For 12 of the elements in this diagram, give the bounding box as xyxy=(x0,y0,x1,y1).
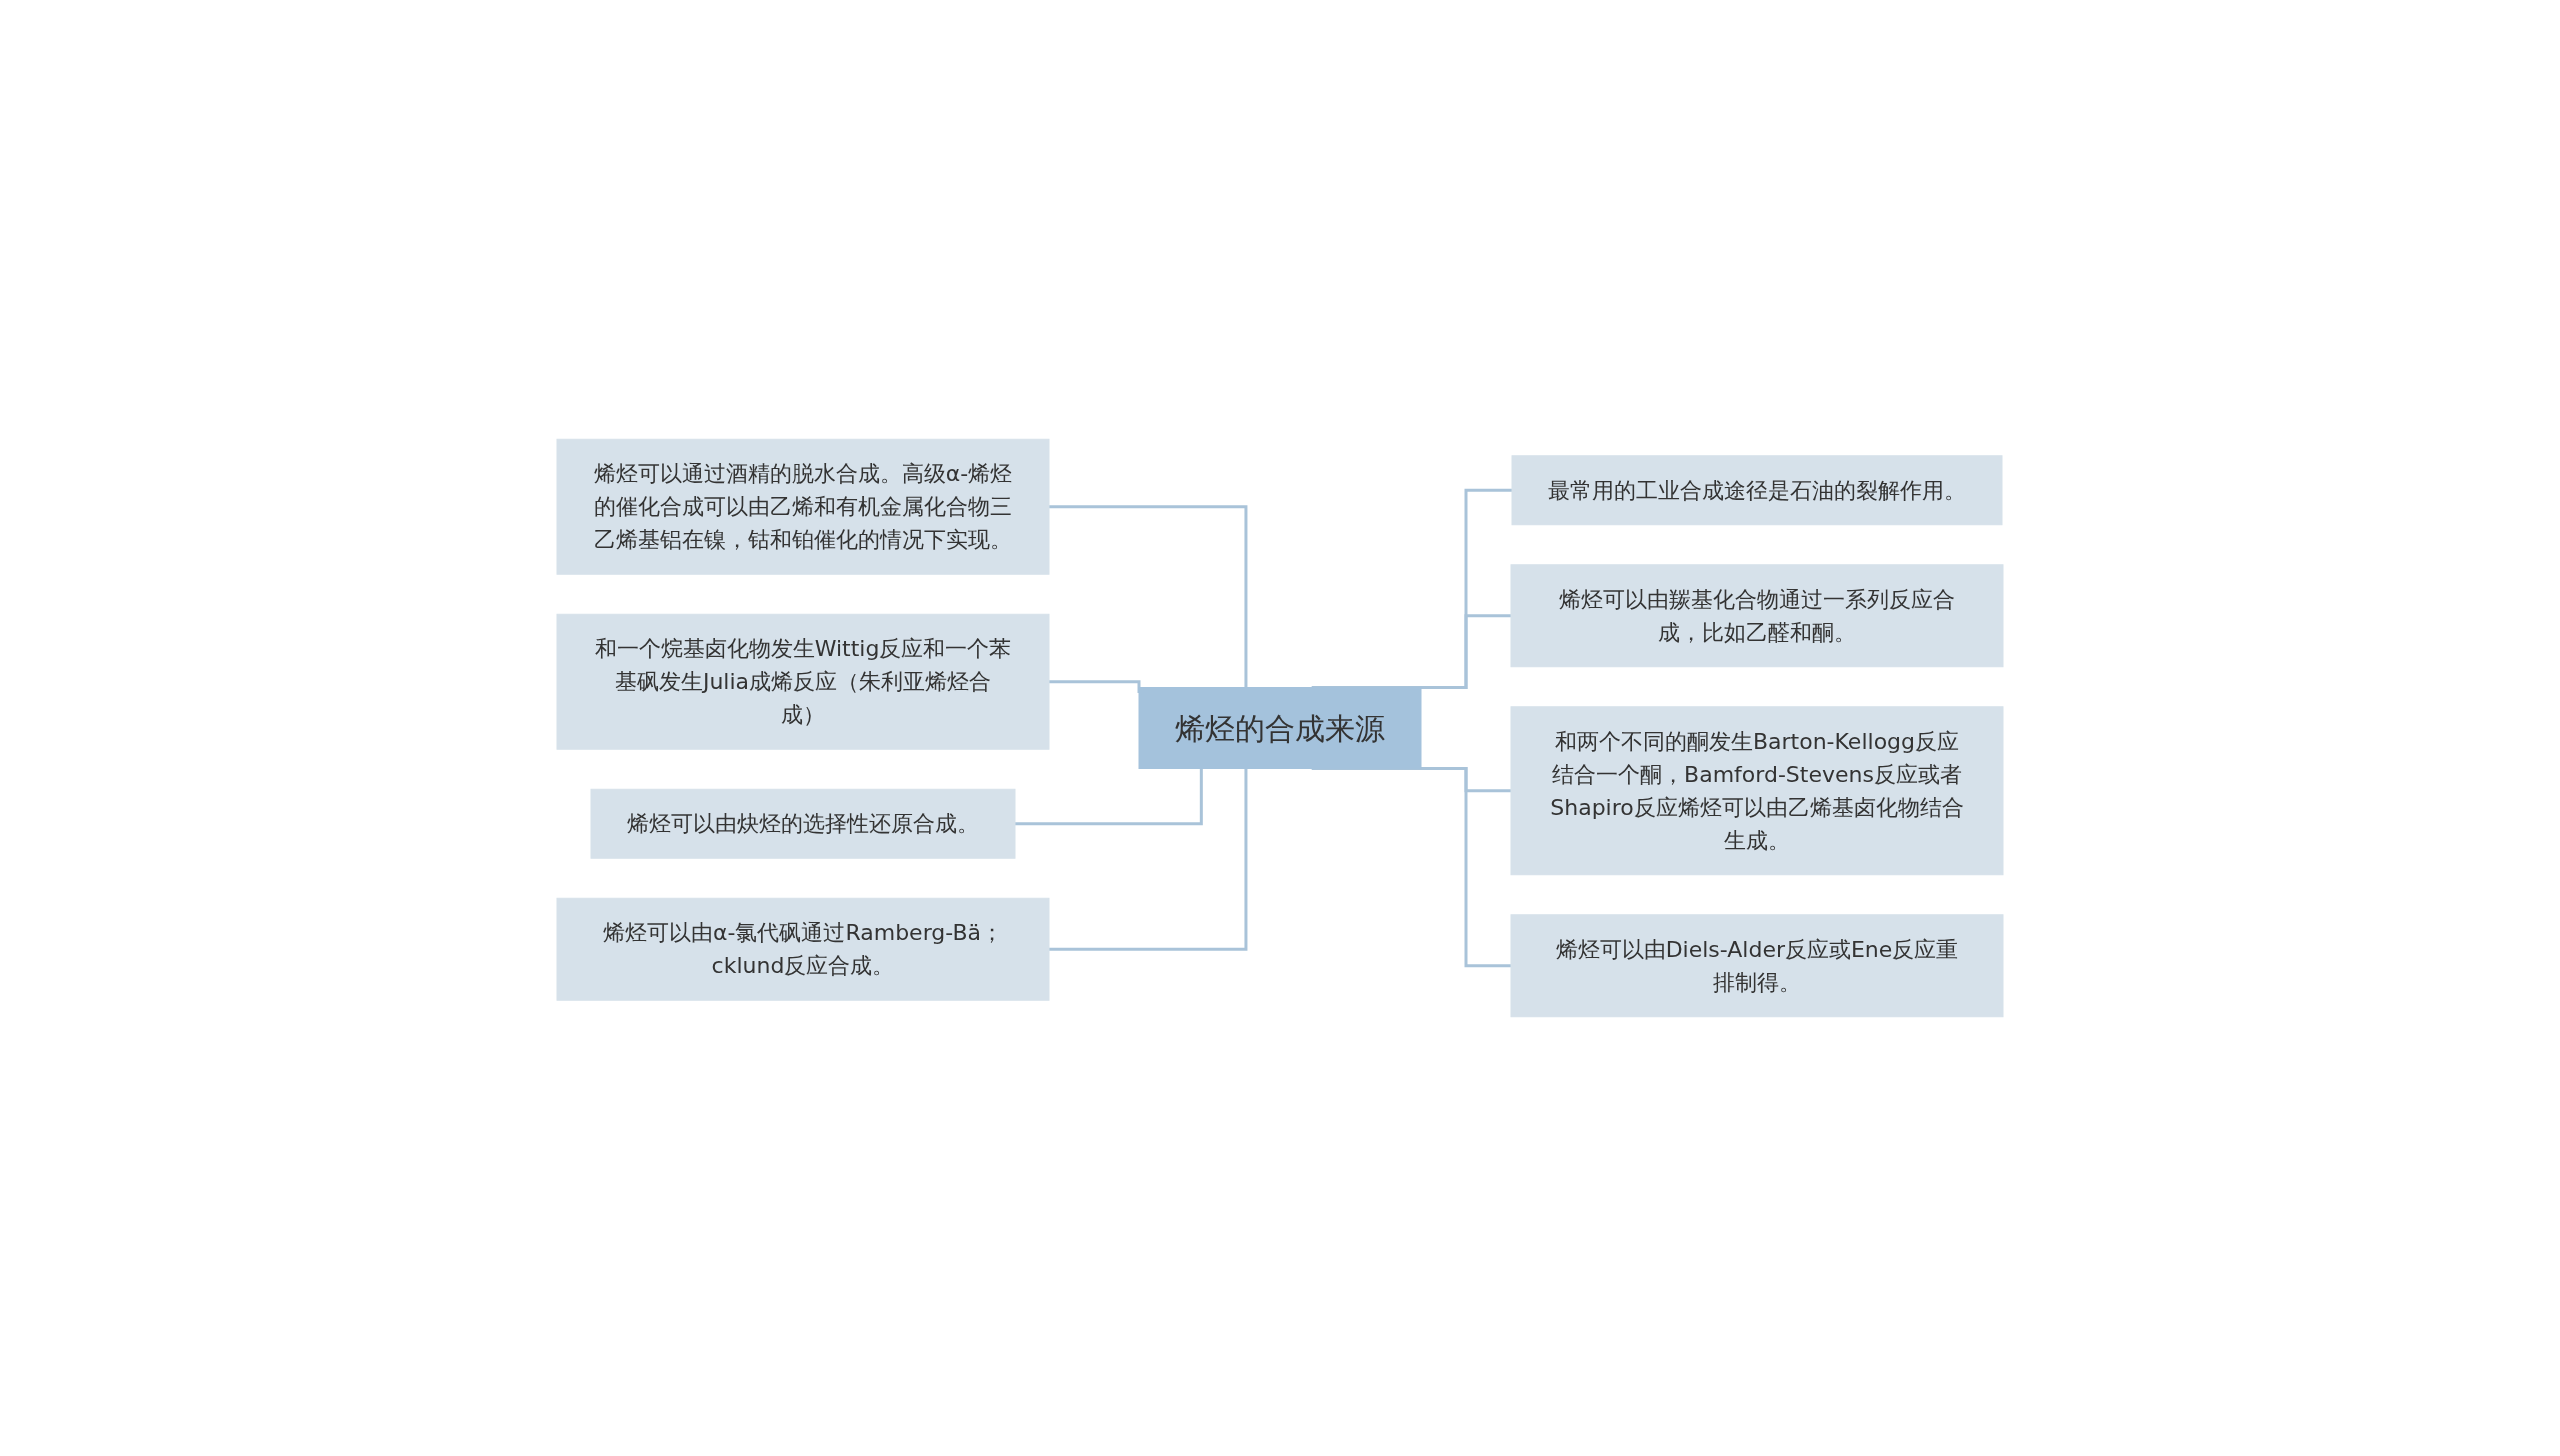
node-box: 和一个烷基卤化物发生Wittig反应和一个苯基砜发生Julia成烯反应（朱利亚烯烃合成） xyxy=(556,613,1050,750)
node-box: 烯烃可以由Diels-Alder反应或Ene反应重排制得。 xyxy=(1510,914,2004,1018)
connector xyxy=(1049,505,1248,688)
node-box: 最常用的工业合成途径是石油的裂解作用。 xyxy=(1511,455,2003,526)
node-box: 和两个不同的酮发生Barton-Kellogg反应结合一个酮，Bamford-Stevens反应或者Shapiro反应烯烃可以由乙烯基卤化物结合生成。 xyxy=(1510,706,2004,876)
node-box: 烯烃可以由炔烃的选择性还原合成。 xyxy=(590,788,1016,859)
connector xyxy=(1015,768,1203,826)
connector xyxy=(1049,768,1248,951)
node-box: 烯烃可以由α-氯代砜通过Ramberg-Bä；cklund反应合成。 xyxy=(556,897,1050,1001)
node-box: 烯烃可以通过酒精的脱水合成。高级α-烯烃的催化合成可以由乙烯和有机金属化合物三乙烯基铝在镍，钴和铂催化的情况下实现。 xyxy=(556,438,1050,575)
node-box: 烯烃可以由羰基化合物通过一系列反应合成，比如乙醛和酮。 xyxy=(1510,564,2004,668)
node-box: 烯烃的合成来源 xyxy=(1138,687,1422,769)
